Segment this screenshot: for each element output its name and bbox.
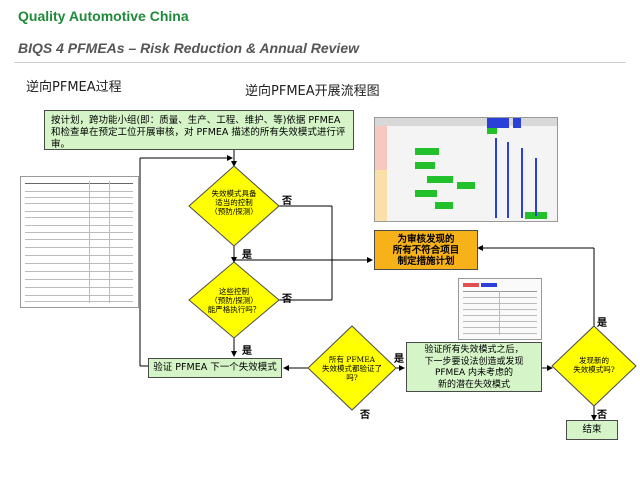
decision2-text: 这些控制 （预防/探测） 能严格执行吗？ [207, 287, 261, 314]
decision4-text: 发现新的 失效模式吗? [573, 356, 615, 374]
brand-title: Quality Automotive China [18, 8, 189, 24]
label-no-2: 否 [282, 294, 292, 305]
decision-diamond-executed [188, 261, 280, 339]
decision-diamond-new-modes [551, 325, 637, 407]
left-section-title: 逆向PFMEA过程 [26, 80, 122, 95]
pfmea-form-thumbnail [20, 176, 139, 308]
slide-subtitle: BIQS 4 PFMEAs – Risk Reduction & Annual … [18, 40, 359, 56]
start-process-box: 按计划，跨功能小组(即：质量、生产、工程、维护、等)依据 PFMEA 和检查单在… [44, 110, 354, 150]
decision-diamond-controls [188, 165, 280, 247]
flow-section-title: 逆向PFMEA开展流程图 [245, 84, 380, 99]
decision1-text: 失效模式具备 适当的控制 （预防/探测） [210, 189, 258, 216]
label-yes-1: 是 [242, 250, 252, 261]
label-no-4: 否 [597, 410, 607, 421]
end-box: 结束 [566, 420, 618, 440]
label-no-1: 否 [282, 196, 292, 207]
decision-diamond-all-verified [307, 325, 397, 411]
action-plan-thumbnail [458, 278, 542, 340]
audit-schedule-thumbnail [374, 117, 558, 222]
find-new-modes-box: 验证所有失效模式之后， 下一步要设法创造或发现 PFMEA 内未考虑的 新的潜在… [406, 342, 542, 392]
label-yes-3: 是 [394, 354, 404, 365]
label-yes-4: 是 [597, 318, 607, 329]
label-no-3: 否 [360, 410, 370, 421]
action-plan-box: 为审核发现的 所有不符合项目 制定措施计划 [374, 230, 478, 270]
next-failure-mode-box: 验证 PFMEA 下一个失效模式 [148, 358, 282, 378]
decision3-text: 所有 PFMEA 失效模式都验证了 吗? [322, 355, 382, 382]
header-divider [14, 62, 626, 63]
label-yes-2: 是 [242, 346, 252, 357]
